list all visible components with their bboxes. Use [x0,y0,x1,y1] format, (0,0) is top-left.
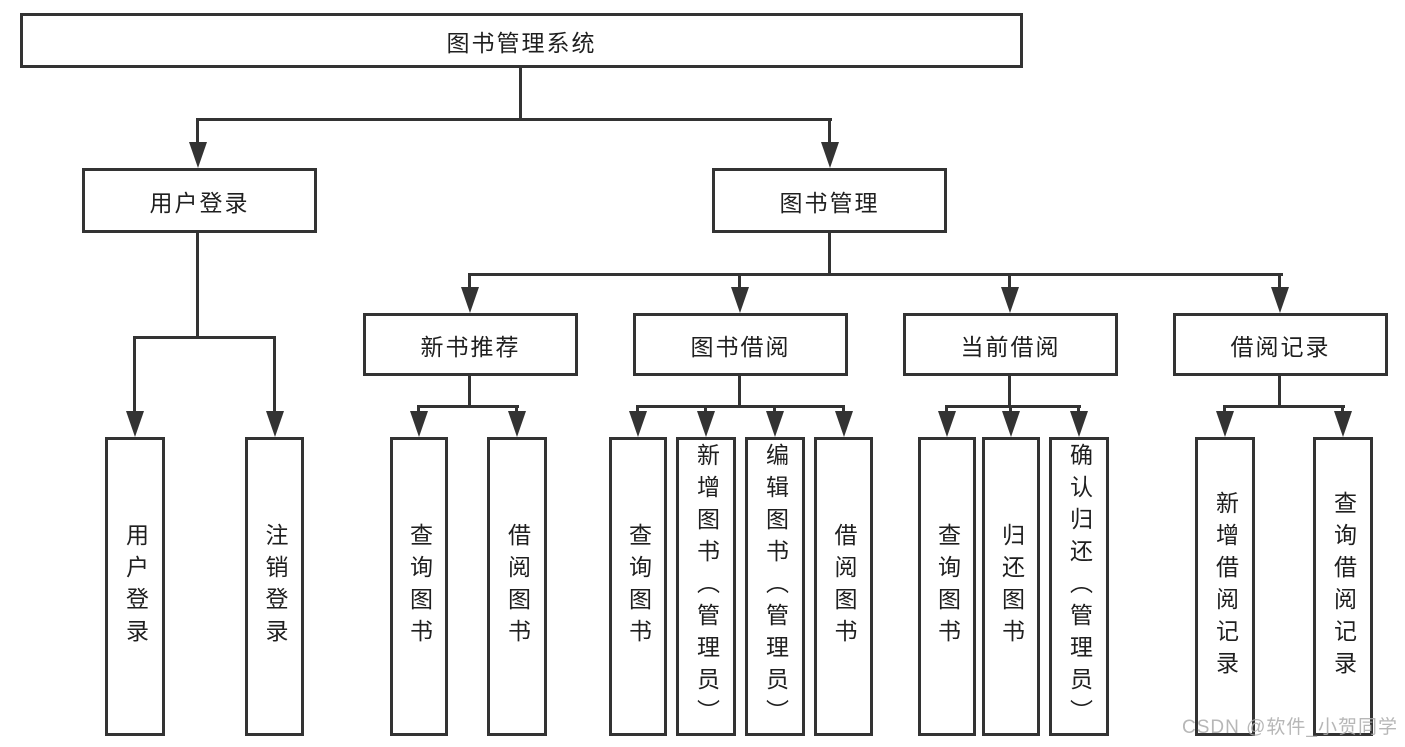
arrowhead-down [1334,411,1352,437]
connector-line [468,376,471,408]
connector-line [1077,405,1080,415]
leaf-borrow-books-recommend: 借阅图书 [487,437,547,736]
node-root-label: 图书管理系统 [446,29,597,56]
leaf-logout: 注销登录 [245,437,304,736]
connector-line [133,336,136,413]
watermark: CSDN @软件_小贺同学 [1182,717,1398,738]
connector-line [468,273,471,291]
leaf-borrow-books-label: 借阅图书 [831,522,857,651]
connector-line [773,405,776,415]
arrowhead-down [266,411,284,437]
connector-line [1278,273,1281,291]
connector-line [842,405,845,415]
node-book-management-label: 图书管理 [779,189,880,216]
connector-line [1223,405,1226,415]
node-book-borrow: 图书借阅 [633,313,848,376]
arrowhead-down [1002,411,1020,437]
arrowhead-down [766,411,784,437]
node-user-login: 用户登录 [82,168,317,233]
leaf-borrow-books-recommend-label: 借阅图书 [504,522,531,651]
leaf-add-borrow-record-label: 新增借阅记录 [1212,490,1239,683]
arrowhead-down [126,411,144,437]
node-current-borrow-label: 当前借阅 [960,333,1061,360]
connector-line [704,405,707,415]
connector-line [519,68,522,120]
arrowhead-down [1001,287,1019,313]
leaf-edit-books-admin: 编辑图书（管理员） [745,437,805,736]
arrowhead-down [731,287,749,313]
leaf-confirm-return-admin: 确认归还（管理员） [1049,437,1109,736]
arrowhead-down [938,411,956,437]
leaf-return-books: 归还图书 [982,437,1040,736]
node-borrow-records: 借阅记录 [1173,313,1388,376]
leaf-user-login-label: 用户登录 [122,522,149,651]
node-borrow-records-label: 借阅记录 [1230,333,1331,360]
leaf-query-books-recommend-label: 查询图书 [406,522,433,651]
node-current-borrow: 当前借阅 [903,313,1118,376]
connector-line [1008,376,1011,408]
arrowhead-down [629,411,647,437]
leaf-return-books-label: 归还图书 [998,522,1025,651]
arrowhead-down [1216,411,1234,437]
leaf-user-login: 用户登录 [105,437,165,736]
leaf-edit-books-admin-label: 编辑图书（管理员） [762,442,789,731]
leaf-logout-label: 注销登录 [262,522,288,651]
connector-line [1341,405,1344,415]
arrowhead-down [508,411,526,437]
connector-line [469,273,1283,276]
leaf-add-books-admin-label: 新增图书（管理员） [693,442,720,731]
connector-line [1278,376,1281,408]
connector-line [196,118,199,146]
connector-line [945,405,1081,408]
arrowhead-down [1271,287,1289,313]
leaf-add-borrow-record: 新增借阅记录 [1195,437,1255,736]
node-root: 图书管理系统 [20,13,1023,68]
connector-line [1223,405,1345,408]
leaf-query-borrow-record-label: 查询借阅记录 [1330,490,1357,683]
arrowhead-down [461,287,479,313]
connector-line [196,233,199,339]
arrowhead-down [1070,411,1088,437]
arrowhead-down [189,142,207,168]
connector-line [636,405,845,408]
connector-line [133,336,276,339]
connector-line [1009,405,1012,415]
arrowhead-down [410,411,428,437]
connector-line [828,233,831,275]
node-book-borrow-label: 图书借阅 [690,333,791,360]
node-book-management: 图书管理 [712,168,947,233]
arrowhead-down [697,411,715,437]
connector-line [945,405,948,415]
node-user-login-label: 用户登录 [149,189,250,216]
leaf-query-books-current-label: 查询图书 [934,522,961,651]
leaf-query-books-recommend: 查询图书 [390,437,448,736]
connector-line [828,118,831,146]
node-new-book-recommend: 新书推荐 [363,313,578,376]
leaf-borrow-books: 借阅图书 [814,437,873,736]
leaf-add-books-admin: 新增图书（管理员） [676,437,736,736]
leaf-query-books-current: 查询图书 [918,437,976,736]
connector-line [417,405,420,415]
connector-line [636,405,639,415]
leaf-query-books-borrow-label: 查询图书 [625,522,652,651]
leaf-query-borrow-record: 查询借阅记录 [1313,437,1373,736]
connector-line [417,405,519,408]
connector-line [738,376,741,408]
leaf-confirm-return-admin-label: 确认归还（管理员） [1066,442,1093,731]
leaf-query-books-borrow: 查询图书 [609,437,667,736]
node-new-book-recommend-label: 新书推荐 [420,333,521,360]
arrowhead-down [821,142,839,168]
arrowhead-down [835,411,853,437]
connector-line [273,336,276,413]
connector-line [196,118,832,121]
connector-line [515,405,518,415]
connector-line [1008,273,1011,291]
connector-line [738,273,741,291]
